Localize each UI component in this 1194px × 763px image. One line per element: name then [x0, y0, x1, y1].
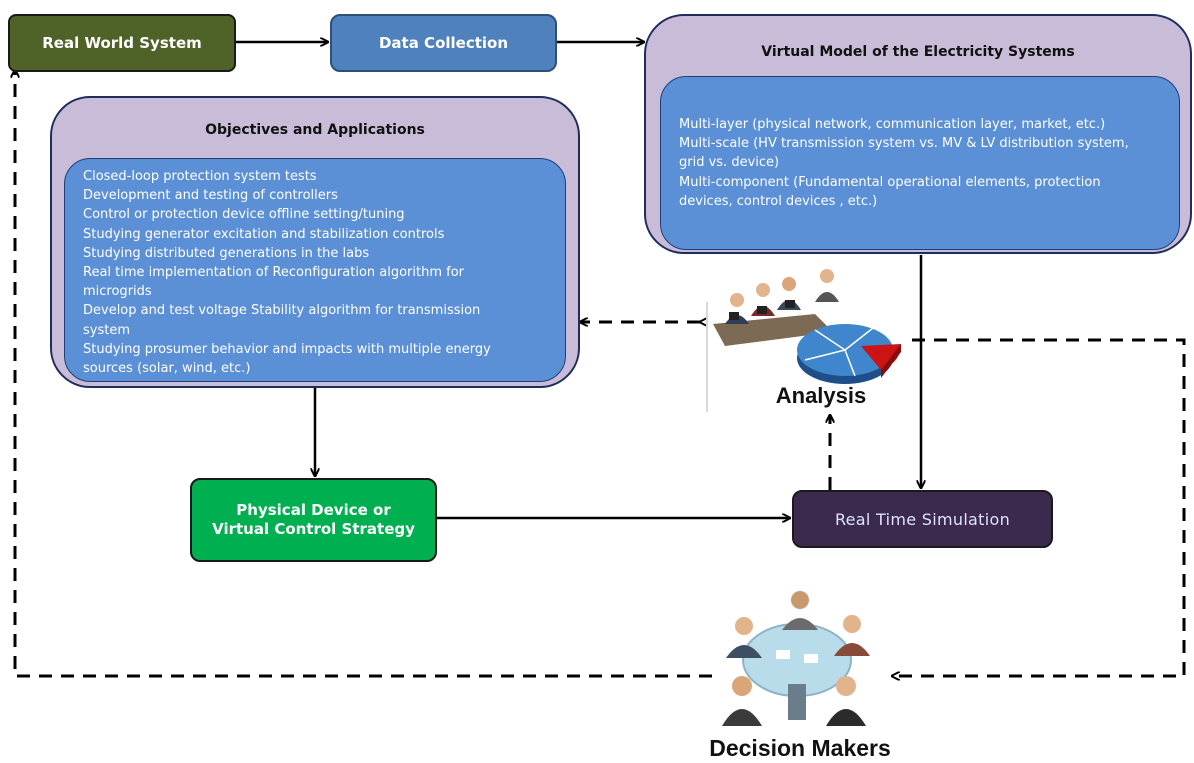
- virtual-model-line: Multi-component (Fundamental operational…: [679, 174, 1101, 190]
- objective-item: Closed-loop protection system tests: [83, 169, 317, 184]
- objective-item: Development and testing of controllers: [83, 188, 338, 204]
- real-time-simulation-box: Real Time Simulation: [792, 490, 1053, 548]
- objective-item: Develop and test voltage Stability algor…: [83, 303, 481, 319]
- objective-item: Studying prosumer behavior and impacts w…: [83, 341, 491, 357]
- objectives-box: Objectives and Applications Closed-loop …: [50, 96, 580, 388]
- objectives-list: Closed-loop protection system tests Deve…: [64, 158, 566, 382]
- objective-item: sources (solar, wind, etc.): [83, 361, 251, 377]
- objective-item: system: [83, 322, 130, 338]
- objective-item: Studying distributed generations in the …: [83, 245, 370, 261]
- virtual-model-box: Virtual Model of the Electricity Systems…: [644, 14, 1192, 254]
- virtual-model-line: devices, control devices , etc.): [679, 193, 878, 209]
- physical-device-line2: Virtual Control Strategy: [212, 520, 415, 538]
- objective-item: microgrids: [83, 284, 152, 300]
- virtual-model-title: Virtual Model of the Electricity Systems: [761, 44, 1075, 60]
- decision-makers-icon: [722, 591, 870, 726]
- data-collection-label: Data Collection: [378, 33, 509, 52]
- dashed-arrow-decision-makers-to-real-world: [15, 70, 712, 678]
- real-time-simulation-label: Real Time Simulation: [834, 509, 1011, 529]
- objective-item: Studying generator excitation and stabil…: [83, 226, 445, 242]
- real-world-system-label: Real World System: [42, 33, 202, 52]
- virtual-model-line: Multi-scale (HV transmission system vs. …: [679, 136, 1129, 152]
- virtual-model-line: grid vs. device): [679, 155, 780, 171]
- virtual-model-details: Multi-layer (physical network, communica…: [660, 76, 1180, 250]
- data-collection-box: Data Collection: [330, 14, 557, 72]
- objective-item: Control or protection device offline set…: [83, 207, 405, 223]
- objectives-title: Objectives and Applications: [205, 122, 425, 138]
- virtual-model-line: Multi-layer (physical network, communica…: [679, 117, 1106, 132]
- analysis-label: Analysis: [775, 383, 867, 408]
- analysis-icon: [706, 269, 901, 412]
- decision-makers-label: Decision Makers: [709, 735, 891, 761]
- real-world-system-box: Real World System: [8, 14, 236, 72]
- objective-item: Real time implementation of Reconfigurat…: [83, 265, 465, 281]
- physical-device-line1: Physical Device or: [236, 501, 391, 519]
- dashed-arrow-analysis-to-decision-makers: [892, 338, 1186, 676]
- physical-device-box: Physical Device or Virtual Control Strat…: [190, 478, 437, 562]
